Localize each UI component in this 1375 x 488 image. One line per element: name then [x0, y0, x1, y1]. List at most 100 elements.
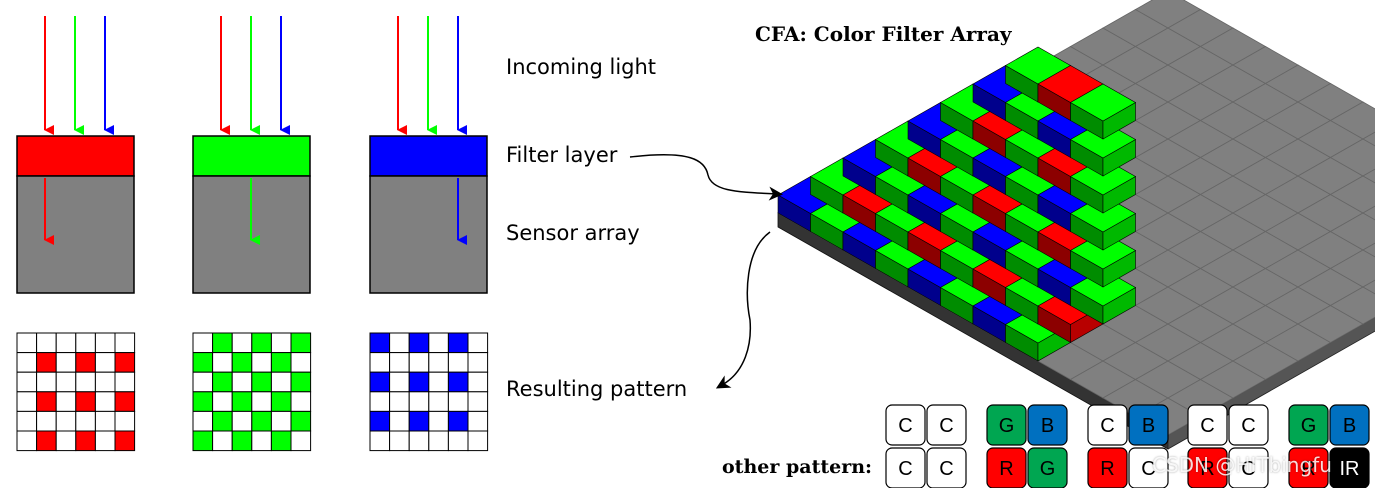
pattern-cell	[1288, 447, 1329, 488]
pattern-cell-letter: R	[1301, 458, 1315, 480]
cfa-title: CFA: Color Filter Array	[755, 22, 1012, 46]
pattern-cell	[428, 410, 449, 432]
pattern-cell	[428, 391, 449, 412]
pattern-cell-letter: R	[1200, 458, 1214, 480]
pattern-cell	[389, 371, 410, 393]
pattern-cell	[55, 430, 77, 452]
pattern-cell	[75, 332, 96, 354]
green-filter-column	[192, 16, 312, 452]
pattern-cell-letter: C	[1141, 458, 1155, 480]
green-resulting-grid	[192, 332, 312, 452]
green-filter-cell	[1069, 157, 1137, 214]
sensor-block	[369, 175, 488, 294]
green-filter-cell	[1069, 231, 1137, 288]
pattern-cell	[251, 371, 272, 393]
pattern-cell	[369, 332, 391, 354]
pattern-cell	[55, 371, 77, 393]
green-filter-cell	[1069, 83, 1137, 140]
pattern-cell	[114, 371, 136, 393]
sensor-pixel	[1362, 168, 1375, 184]
pattern-cell	[94, 430, 116, 452]
sensor-pixel	[1362, 242, 1375, 258]
resulting-pattern-connector	[715, 231, 771, 389]
pattern-cell	[55, 352, 77, 373]
pattern-cell	[212, 332, 233, 354]
pattern-cell	[467, 430, 489, 452]
pattern-cell	[926, 447, 967, 488]
pattern-cell-letter: R	[999, 458, 1013, 480]
pattern-cell	[290, 410, 312, 432]
pattern-cell	[212, 352, 233, 373]
red-resulting-grid	[16, 332, 136, 452]
pattern-cell	[75, 371, 96, 393]
sensor-pixel	[1329, 286, 1375, 325]
pattern-cell	[114, 430, 136, 452]
pattern-cell	[270, 371, 292, 393]
cfa-3d-block	[777, 0, 1375, 450]
pattern-cell-letter: C	[1200, 415, 1214, 437]
pattern-cell	[251, 352, 272, 373]
pattern-cell	[36, 410, 57, 432]
pattern-cell-letter: G	[1301, 415, 1317, 437]
pattern-cell	[290, 332, 312, 354]
pattern-cell	[389, 391, 410, 412]
pattern-cell	[192, 371, 214, 393]
pattern-cell	[212, 410, 233, 432]
pattern-cell	[986, 447, 1027, 488]
pattern-cell	[16, 391, 38, 412]
pattern-cell	[212, 391, 233, 412]
pattern-cell	[467, 371, 489, 393]
pattern-cell	[251, 332, 272, 354]
pattern-cell	[231, 371, 253, 393]
pattern-cell	[467, 391, 489, 412]
pattern-cell	[114, 332, 136, 354]
pattern-cell	[1128, 447, 1169, 488]
pattern-cell	[75, 430, 96, 452]
pattern-cell	[408, 371, 430, 393]
filter-columns	[16, 16, 489, 452]
pattern-cell	[270, 430, 292, 452]
pattern-cell	[447, 332, 469, 354]
sensor-pixel	[1329, 101, 1375, 140]
pattern-cell	[192, 430, 214, 452]
pattern-cell	[114, 391, 136, 412]
pattern-cell	[36, 332, 57, 354]
pattern-cell-letter: C	[939, 415, 953, 437]
pattern-cell-letter: B	[1343, 415, 1356, 437]
pattern-cell	[369, 391, 391, 412]
sensor-pixel	[1362, 205, 1375, 221]
pattern-cell	[75, 410, 96, 432]
pattern-cell	[408, 430, 430, 452]
pattern-cell	[467, 352, 489, 373]
pattern-cell	[1228, 404, 1269, 446]
green-filter-cell	[1069, 268, 1137, 325]
pattern-cell	[369, 410, 391, 432]
pattern-cell	[16, 352, 38, 373]
pattern-cell	[270, 332, 292, 354]
pattern-cell	[251, 391, 272, 412]
pattern-cell	[986, 404, 1027, 446]
blue-filter-column	[369, 16, 489, 452]
pattern-cell-letter: C	[898, 415, 912, 437]
pattern-cell	[270, 391, 292, 412]
green-filter	[192, 135, 311, 177]
pattern-cell	[94, 410, 116, 432]
pattern-cell	[114, 410, 136, 432]
pattern-cell-letter: C	[1100, 415, 1114, 437]
sensor-pixel	[1329, 212, 1375, 251]
pattern-cell	[192, 410, 214, 432]
green-filter-cell	[1069, 194, 1137, 251]
pattern-cell	[428, 430, 449, 452]
pattern-cell	[1228, 447, 1269, 488]
pattern-cell	[192, 391, 214, 412]
pattern-cell	[251, 410, 272, 432]
pattern-cell	[408, 332, 430, 354]
pattern-cell	[1027, 447, 1068, 488]
sensor-pixel	[1329, 249, 1375, 288]
pattern-cell	[1128, 404, 1169, 446]
